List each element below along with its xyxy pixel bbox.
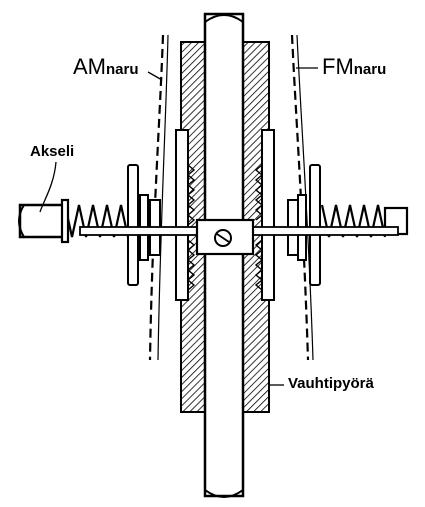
fm-suffix: naru — [353, 61, 387, 78]
center-clamp — [195, 218, 255, 256]
leader-lines — [39, 67, 318, 386]
am-suffix: naru — [106, 61, 139, 78]
axle-leader — [39, 161, 57, 213]
gear-teeth — [186, 164, 264, 291]
flywheel-label: Vauhtipyörä — [288, 375, 374, 392]
fm-cord-label: FMnaru — [322, 56, 386, 78]
am-cord-label: AMnaru — [73, 56, 139, 78]
axle-label: Akseli — [30, 143, 75, 160]
am-prefix: AM — [73, 54, 106, 79]
am-cord — [148, 34, 169, 361]
fm-cord — [290, 34, 314, 361]
axle — [18, 203, 67, 239]
am-leader — [147, 71, 163, 81]
vertical-shaft — [203, 12, 245, 498]
left-spring — [60, 198, 130, 244]
fm-prefix: FM — [322, 54, 354, 79]
